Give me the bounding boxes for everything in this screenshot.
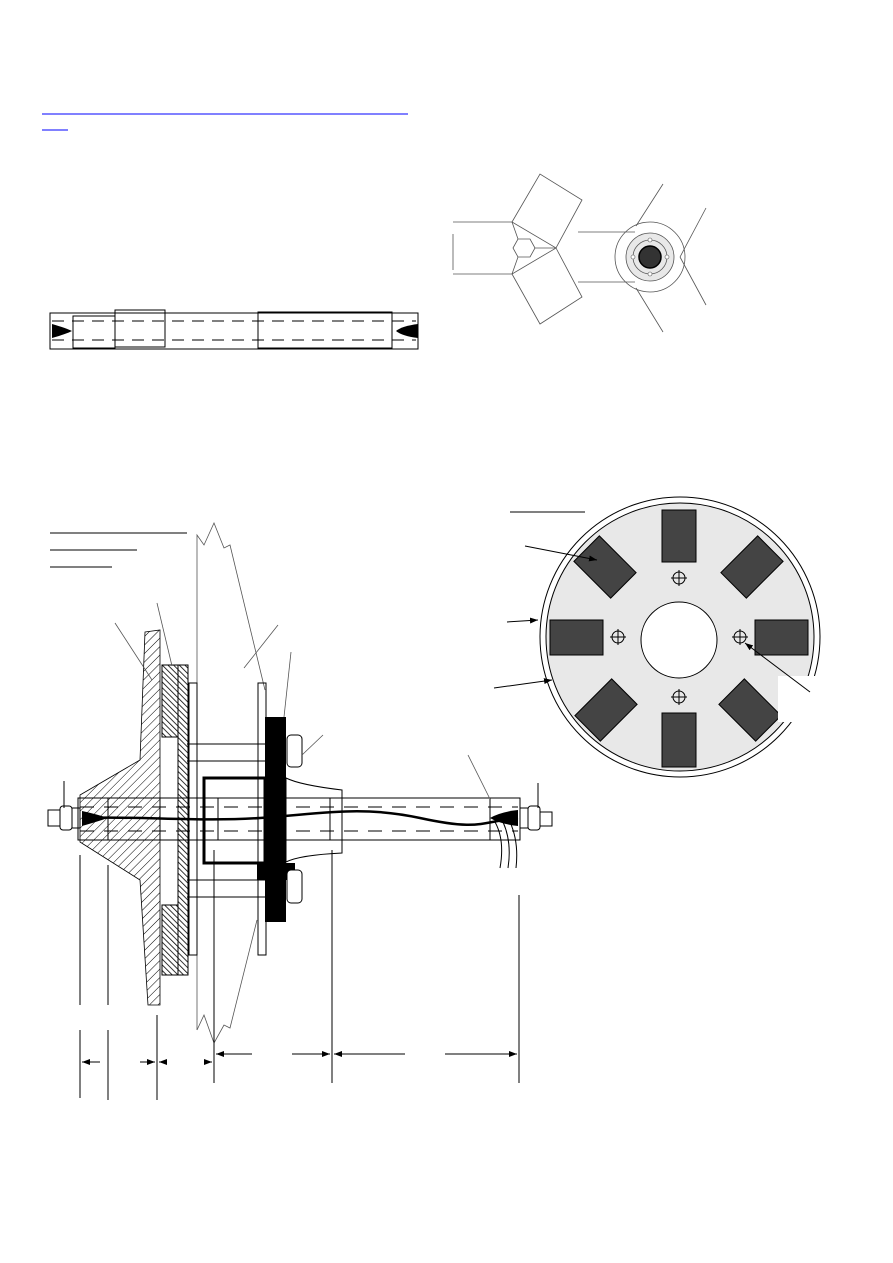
arrow-icon (493, 545, 811, 693)
tube-figure (49, 309, 419, 350)
section-view (47, 521, 553, 1100)
magnets (549, 509, 809, 768)
crosshair-icon (610, 570, 748, 705)
hyperlink[interactable] (42, 113, 408, 131)
hub-top-view (452, 173, 707, 333)
label-lines (50, 511, 585, 568)
rotor-disk (493, 496, 821, 778)
